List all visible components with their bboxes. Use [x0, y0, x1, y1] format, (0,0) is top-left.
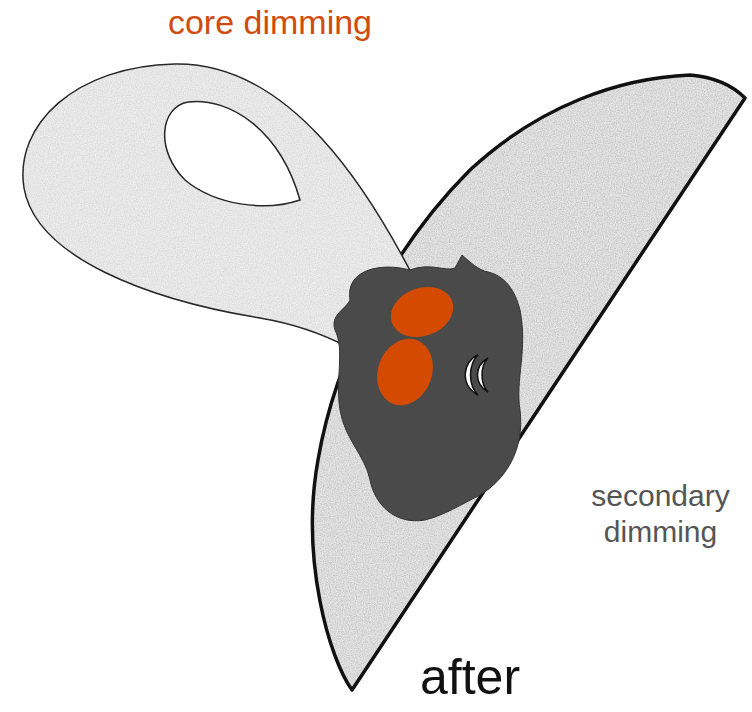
- secondary-dimming-texture: [312, 75, 745, 690]
- secondary-dimming-region: [312, 75, 745, 690]
- callout-label: core dimming: [168, 4, 372, 41]
- active-region: [334, 255, 523, 521]
- crescent-symbol: [465, 355, 478, 395]
- crescent-symbol: [478, 358, 489, 392]
- time-label: after: [420, 650, 520, 705]
- core-dimming-footpoint: [384, 279, 461, 346]
- core-dimming-footpoint: [368, 331, 442, 413]
- secondary-dimming-outline: [312, 75, 745, 690]
- region-label: secondary dimming: [573, 478, 748, 550]
